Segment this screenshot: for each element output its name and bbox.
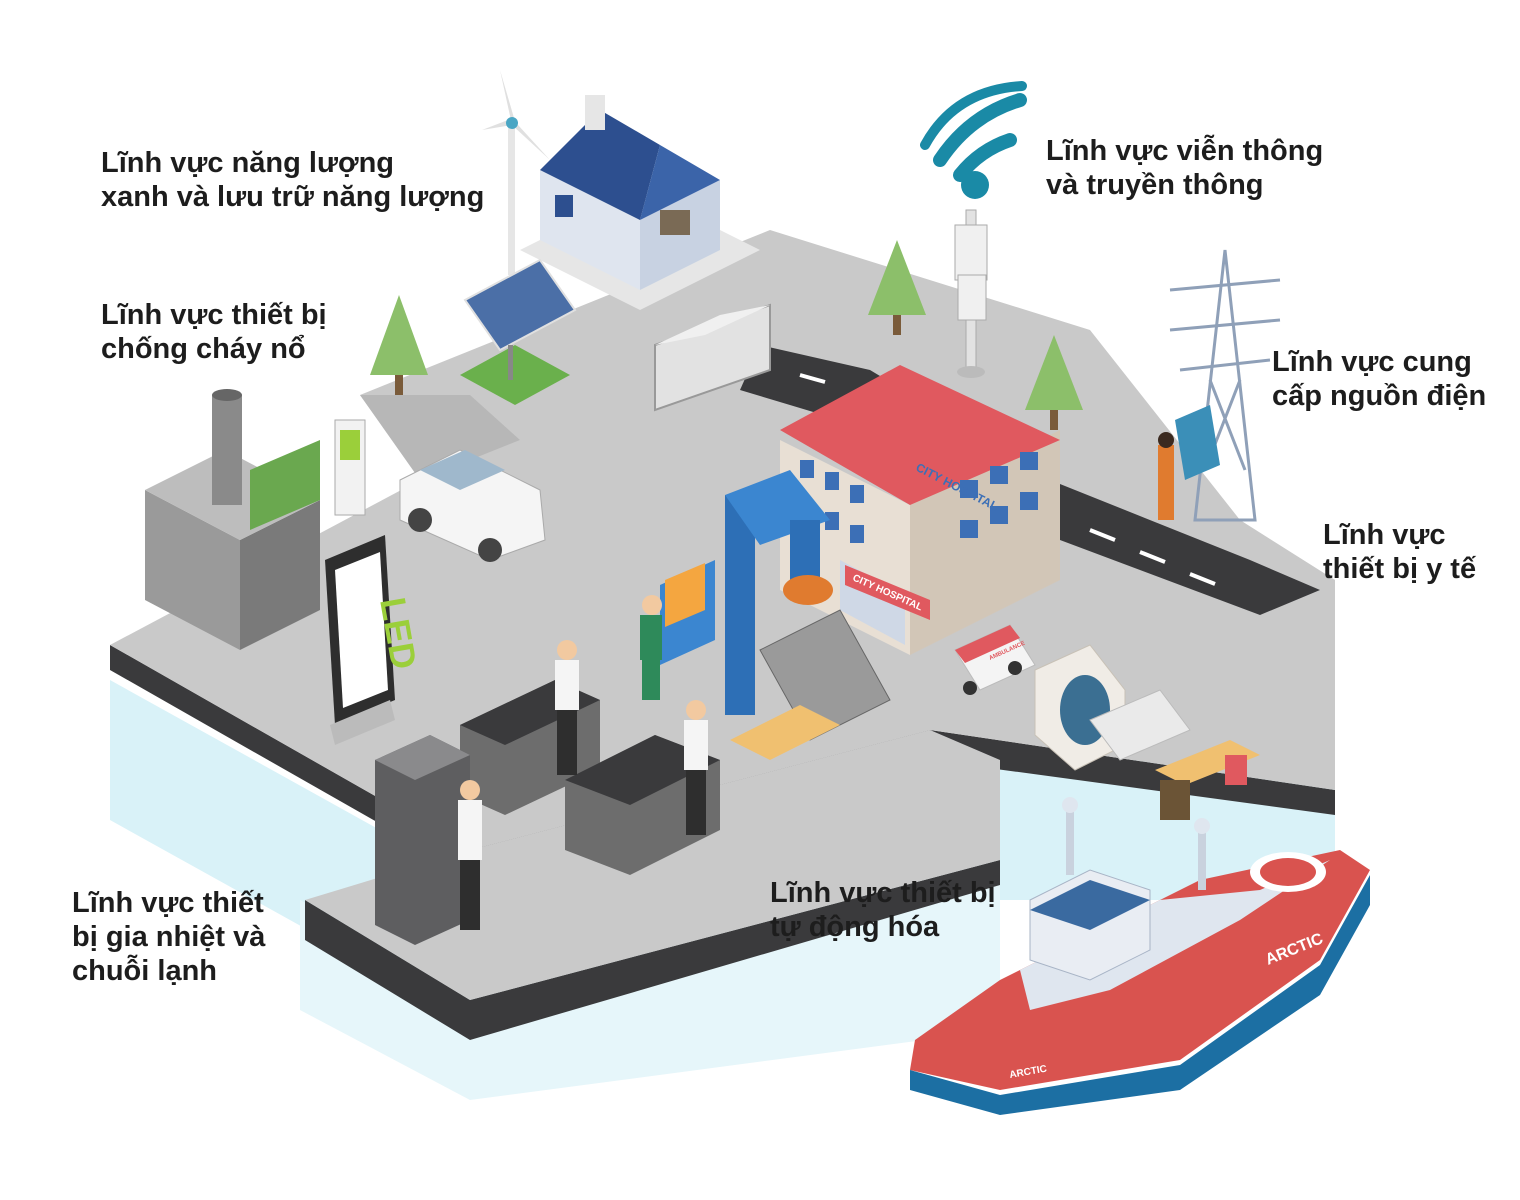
control-station [660,560,715,665]
arctic-ship [910,797,1370,1115]
solar-panel [460,258,577,405]
electric-car [399,449,546,562]
label-heating-cold-chain-line-2: bị gia nhiệt và [72,921,266,953]
label-automation: Lĩnh vực thiết bị tự động hóa [770,876,996,944]
wifi-icon [920,81,1027,199]
label-green-energy-line-1: Lĩnh vực năng lượng [101,147,395,179]
mri-scanner [1034,644,1191,771]
house-illustration [520,95,760,310]
ambulance [954,624,1036,695]
label-telecom: Lĩnh vực viễn thông và truyền thông [1046,134,1323,202]
label-power-supply-line-2: cấp nguồn điện [1272,380,1487,412]
hospital-building [780,365,1060,655]
label-explosion-proof-line-2: chống cháy nổ [101,333,306,365]
telecom-tower [954,209,988,378]
platform-top [110,230,1335,1000]
label-automation-line-2: tự động hóa [770,911,940,943]
electrical-box [1158,405,1220,520]
label-explosion-proof: Lĩnh vực thiết bị chống cháy nổ [101,298,327,366]
label-explosion-proof-line-1: Lĩnh vực thiết bị [101,299,327,331]
label-green-energy-line-2: xanh và lưu trữ năng lượng [101,181,485,213]
trees [370,240,1083,430]
label-telecom-line-2: và truyền thông [1046,169,1264,201]
doctor-desk [1155,740,1260,820]
label-medical-line-2: thiết bị y tế [1323,553,1477,585]
factory-building [145,389,320,650]
wind-turbine [482,70,550,275]
robot-arm [725,470,833,715]
conveyor-belt [730,609,891,760]
led-signboard [325,535,395,745]
label-automation-line-1: Lĩnh vực thiết bị [770,877,996,909]
chef-figures [458,595,708,930]
label-heating-cold-chain-line-1: Lĩnh vực thiết [72,887,264,919]
label-power-supply: Lĩnh vực cung cấp nguồn điện [1272,345,1486,413]
label-medical-line-1: Lĩnh vực [1323,519,1446,551]
energy-storage-container [654,303,771,412]
label-power-supply-line-1: Lĩnh vực cung [1272,346,1472,378]
label-telecom-line-1: Lĩnh vực viễn thông [1046,135,1324,167]
label-heating-cold-chain-line-3: chuỗi lạnh [72,955,217,987]
ev-charger [334,419,366,516]
label-medical: Lĩnh vực thiết bị y tế [1323,518,1476,586]
label-heating-cold-chain: Lĩnh vực thiết bị gia nhiệt và chuỗi lạn… [72,886,265,988]
refrigerator [375,735,470,945]
label-green-energy: Lĩnh vực năng lượng xanh và lưu trữ năng… [101,146,484,214]
